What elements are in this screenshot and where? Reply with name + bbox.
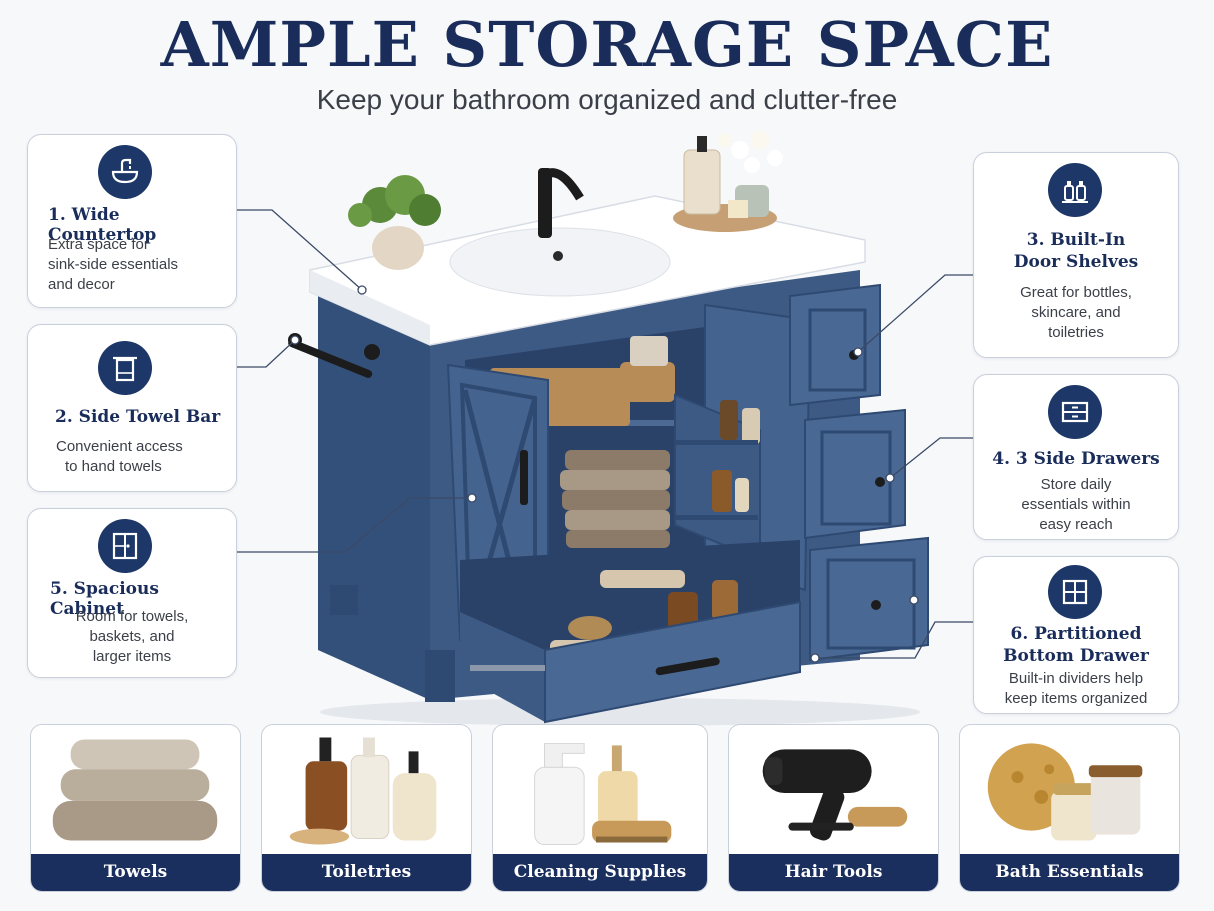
page-title: AMPLE STORAGE SPACE [160,8,1054,81]
category-tile-cleaning: Cleaning Supplies [492,724,708,892]
category-tile-towels: Towels [30,724,241,892]
cleaning-icon [534,742,672,845]
feature-title: 4. 3 Side Drawers [992,449,1160,469]
drawers-icon [1048,385,1102,439]
toiletries-icon [289,737,437,845]
sink-icon [98,145,152,199]
hair-dryer-icon [762,749,908,841]
category-tile-bath-essentials: Bath Essentials [959,724,1180,892]
category-tile-hair-tools: Hair Tools [728,724,939,892]
towels-icon [52,739,218,841]
category-label: Toiletries [262,854,471,891]
category-label: Towels [31,854,240,891]
sponge-icon [987,743,1143,841]
feature-title: 5. Spacious Cabinet [50,579,159,619]
bottles-icon [1048,163,1102,217]
cabinet-icon [98,519,152,573]
category-label: Cleaning Supplies [493,854,707,891]
feature-card-cabinet: 5. Spacious Cabinet Room for towels,bask… [27,508,237,678]
category-label: Hair Tools [729,854,938,891]
feature-title: 1. Wide Countertop [48,205,157,245]
page-subtitle: Keep your bathroom organized and clutter… [316,84,898,115]
grid-icon [1048,565,1102,619]
category-label: Bath Essentials [960,854,1179,891]
towel-icon [98,341,152,395]
category-tile-toiletries: Toiletries [261,724,472,892]
feature-title: 2. Side Towel Bar [55,407,221,427]
